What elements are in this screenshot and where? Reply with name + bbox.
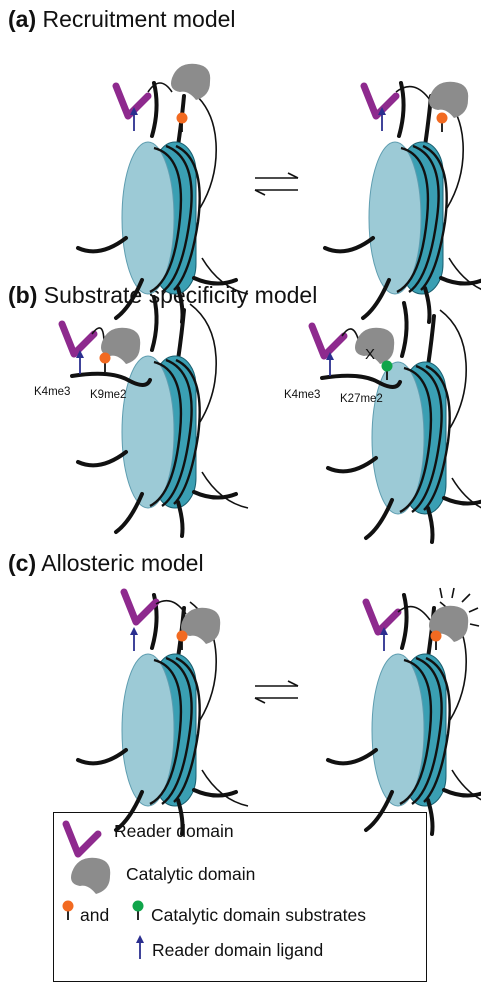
panel-b-letter: (b) [8,282,38,308]
panel-a-equilibrium-arrows [254,172,299,196]
panel-c-left-linker [155,599,187,615]
legend-reader-label: Reader domain [114,821,234,841]
panel-c-title-text: Allosteric model [41,550,204,576]
panel-c-equilibrium-arrows [254,680,299,704]
panel-b-right-nucleosome [326,301,481,544]
blocked-mark: X [365,346,375,363]
panel-c-left-catalytic-icon [181,607,221,644]
legend-substrates-label: Catalytic domain substrates [151,905,366,925]
panel-c-title: (c) Allosteric model [8,550,204,577]
panel-c-left-ligand-icon [129,626,139,652]
panel-c-left-nucleosome [76,593,250,836]
panel-a-left-substrate-icon [175,111,189,133]
activation-lines-icon [439,587,480,627]
label-k4me3-right: K4me3 [284,389,320,401]
panel-c-left-reader-icon [124,592,156,622]
panel-a-right-linker [395,85,431,101]
panel-b-left-substrate-icon [98,351,112,373]
panel-a-right-catalytic-icon [429,81,469,118]
panel-c-right-reader-icon [366,602,398,632]
legend-box [53,812,427,982]
label-k4me3-left: K4me3 [34,386,70,398]
panel-a-title-text: Recruitment model [42,6,236,32]
legend-ligand-label: Reader domain ligand [152,940,324,960]
label-k27me2: K27me2 [340,393,383,405]
legend-catalytic-label: Catalytic domain [126,864,256,884]
panel-a-right-nucleosome [323,81,481,324]
panel-b-left-reader-icon [62,324,94,354]
panel-c-letter: (c) [8,550,37,576]
panel-b-right-reader-icon [312,326,344,356]
panel-a-left-catalytic-icon [171,63,211,100]
panel-a-left-nucleosome [76,81,250,324]
label-k9me2: K9me2 [90,389,126,401]
panel-a-letter: (a) [8,6,37,32]
panel-a-left-linker [147,82,173,93]
panel-a-right-substrate-icon [435,111,449,133]
panel-a-title: (a) Recruitment model [8,6,236,33]
panel-b-left-tail [70,371,152,387]
panel-c-right-linker [397,605,431,621]
panel-b-right-tail [320,373,402,389]
legend-and-label: and [80,905,110,925]
